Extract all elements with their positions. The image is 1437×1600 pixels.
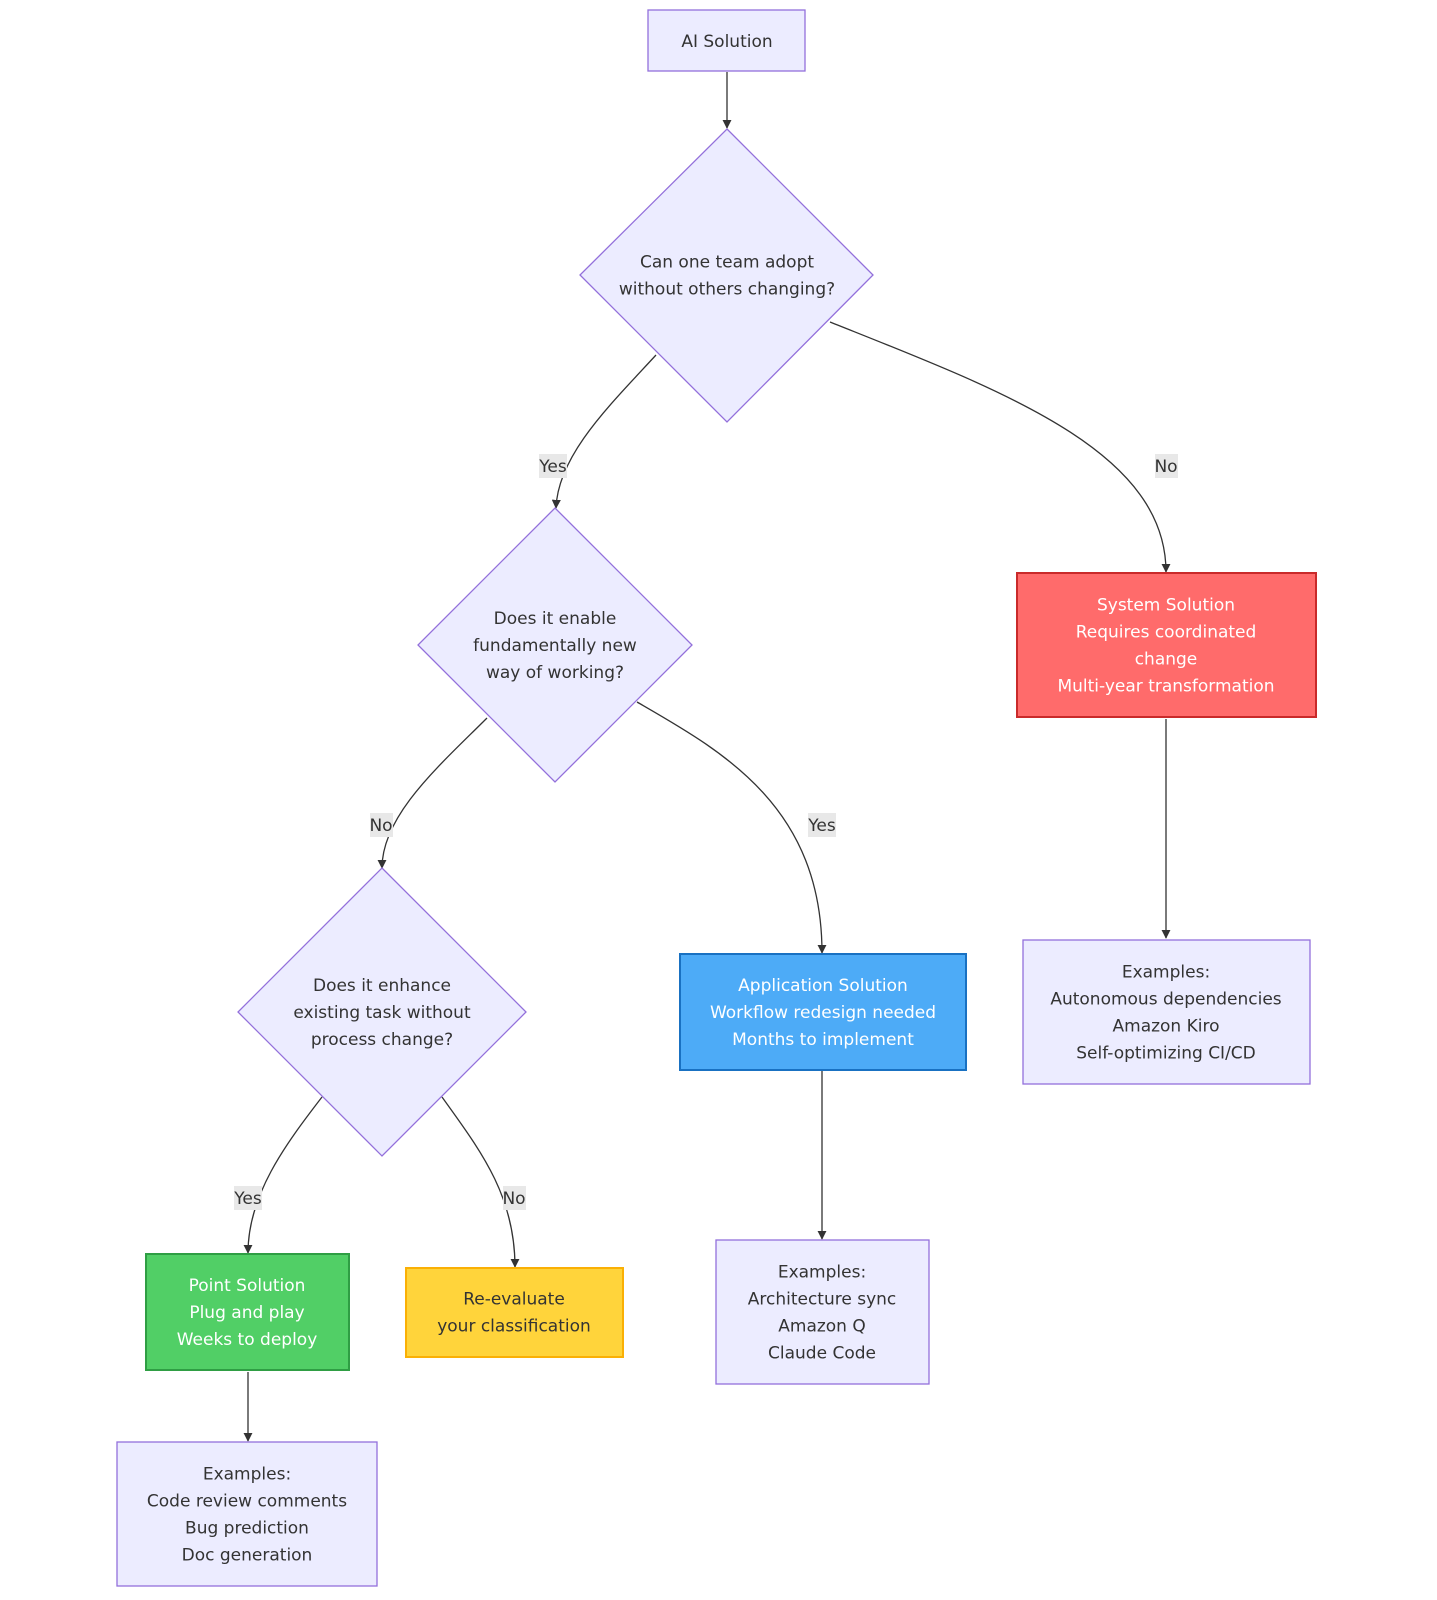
node-line: Multi-year transformation — [1057, 677, 1274, 697]
node-line: Self-optimizing CI/CD — [1076, 1044, 1256, 1064]
node-line: Claude Code — [768, 1344, 876, 1364]
node-line: Re-evaluate — [463, 1290, 565, 1310]
edge-q3-point — [243, 1096, 323, 1254]
node-line: fundamentally new — [473, 636, 637, 656]
edge-q2-application — [636, 701, 827, 954]
decision-fundamentally-new: Does it enable fundamentally new way of wo… — [417, 507, 693, 783]
node-line: Plug and play — [189, 1303, 304, 1323]
node-line: Architecture sync — [748, 1290, 897, 1310]
node-line: Bug prediction — [185, 1519, 309, 1539]
node-re-evaluate: Re-evaluate your classification — [405, 1267, 624, 1358]
svg-text:Yes: Yes — [538, 457, 567, 477]
edge-q3-reevaluate — [441, 1096, 520, 1268]
edge-label-q1-yes: Yes — [538, 454, 567, 478]
node-line: Can one team adopt — [640, 253, 814, 273]
decision-enhance-existing-task: Does it enhance existing task without proc… — [237, 867, 527, 1157]
node-line: Amazon Kiro — [1113, 1017, 1220, 1037]
node-line: Requires coordinated — [1076, 623, 1257, 643]
node-line: existing task without — [293, 1003, 471, 1023]
node-line: your classification — [437, 1317, 591, 1337]
node-line: Does it enhance — [313, 976, 451, 996]
edge-label-q2-yes: Yes — [807, 813, 836, 837]
node-line: Workflow redesign needed — [710, 1003, 936, 1023]
node-line: Point Solution — [189, 1276, 306, 1296]
node-line: Doc generation — [182, 1546, 313, 1566]
node-line: Examples: — [203, 1465, 291, 1485]
node-line: without others changing? — [619, 280, 835, 300]
svg-text:Yes: Yes — [807, 816, 836, 836]
svg-text:No: No — [1154, 457, 1177, 477]
node-line: Weeks to deploy — [177, 1330, 318, 1350]
decision-one-team-adopt: Can one team adopt without others changin… — [579, 128, 874, 423]
node-line: way of working? — [486, 663, 624, 683]
node-line: Amazon Q — [778, 1317, 866, 1337]
node-line: Code review comments — [147, 1492, 347, 1512]
node-line: Autonomous dependencies — [1050, 990, 1281, 1010]
edges — [243, 72, 1171, 1442]
node-line: Examples: — [1122, 963, 1210, 983]
edge-q2-q3 — [377, 717, 488, 869]
node-line: AI Solution — [681, 32, 772, 52]
node-line: change — [1135, 650, 1198, 670]
svg-text:AI Solution: AI Solution — [681, 32, 772, 52]
node-line: Months to implement — [732, 1030, 914, 1050]
node-line: System Solution — [1097, 596, 1235, 616]
svg-text:Yes: Yes — [233, 1189, 262, 1209]
node-line: Application Solution — [738, 976, 908, 996]
node-line: process change? — [311, 1030, 453, 1050]
edge-q1-q2 — [551, 354, 657, 509]
edge-q1-system — [829, 321, 1171, 573]
nodes: AI Solution Can one team adopt without ot… — [116, 9, 1317, 1587]
edge-labels: Yes No No Yes Yes No — [233, 454, 1178, 1210]
edge-label-q1-no: No — [1154, 454, 1178, 478]
edge-label-q3-yes: Yes — [233, 1186, 262, 1210]
edge-label-q2-no: No — [369, 813, 393, 837]
node-line: Examples: — [778, 1263, 866, 1283]
edge-label-q3-no: No — [502, 1186, 526, 1210]
node-ai-solution: AI Solution — [647, 9, 806, 72]
node-line: Does it enable — [494, 609, 617, 629]
svg-text:No: No — [502, 1189, 525, 1209]
svg-text:No: No — [369, 816, 392, 836]
